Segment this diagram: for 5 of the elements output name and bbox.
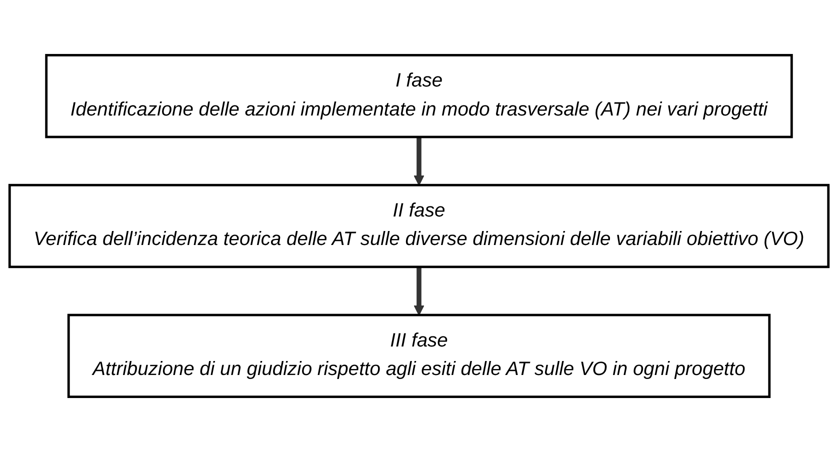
arrow bbox=[414, 266, 424, 316]
arrow bbox=[414, 136, 424, 186]
node-box: I fase Identificazione delle azioni implementate in modo trasversale (AT) nei vari progetti bbox=[45, 54, 793, 138]
node-box: II fase Verifica dell’incidenza teorica delle AT sulle diverse dimensioni delle variabili obiettivo (VO) bbox=[8, 184, 830, 268]
node-box: III fase Attribuzione di un giudizio rispetto agli esiti delle AT sulle VO in ogni progetto bbox=[67, 314, 771, 398]
